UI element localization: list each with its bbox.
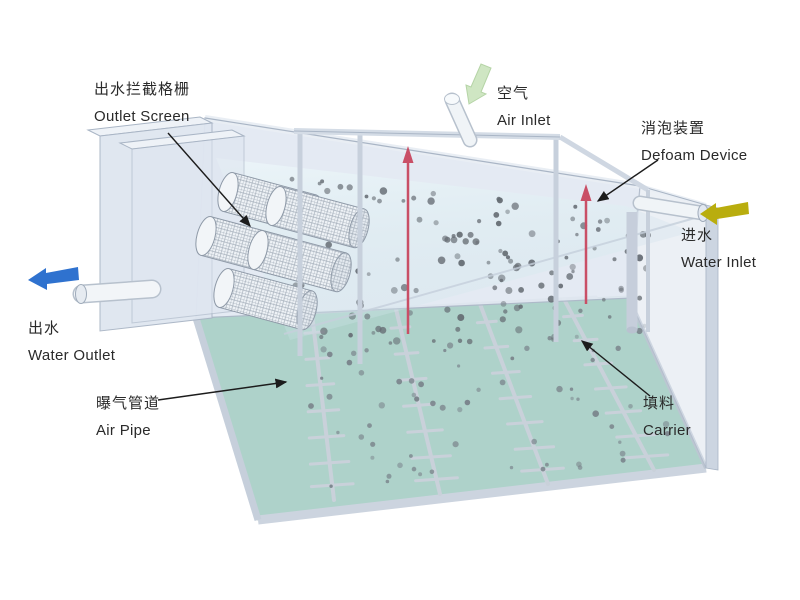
carrier-dots-floor [308,323,671,488]
front-wall-base [257,463,707,525]
defoam-device-leader [596,159,659,202]
label-water-outlet-en: Water Outlet [28,347,116,364]
label-carrier-zh: 填料 [643,395,676,412]
leader-arrows [157,132,659,401]
label-defoam-device-en: Defoam Device [641,147,748,164]
label-carrier: 填料 Carrier [643,390,691,444]
air-pipe-laterals [303,297,670,502]
label-outlet-screen-zh: 出水拦截格栅 [94,81,191,98]
defoam-rod-right-tip [580,184,592,201]
water-outlet-pipe [72,279,162,304]
label-carrier-en: Carrier [643,422,691,439]
air-inlet-arrow [465,63,492,105]
outlet-screen-cylinder [213,268,318,331]
label-water-inlet-zh: 进水 [681,227,714,244]
defoam-rod-left-tip [402,146,414,163]
label-air-pipe-zh: 曝气管道 [96,395,161,412]
label-defoam-device-zh: 消泡装置 [641,120,706,137]
label-water-inlet: 进水 Water Inlet [681,222,756,276]
water-outlet-arrow [28,267,79,290]
left-wall-base [192,316,262,522]
carrier-leader [580,340,651,397]
label-water-outlet: 出水 Water Outlet [28,315,115,369]
outlet-screen-leader [167,132,251,228]
label-air-pipe: 曝气管道 Air Pipe [96,390,160,444]
outlet-chamber [86,116,246,332]
air-inlet-pipe [444,92,478,148]
label-air-inlet-en: Air Inlet [497,112,551,129]
label-outlet-screen-en: Outlet Screen [94,108,190,125]
label-outlet-screen: 出水拦截格栅 Outlet Screen [94,76,190,130]
defoam-rods [402,146,592,334]
label-defoam-device: 消泡装置 Defoam Device [641,115,747,169]
support-frame [293,128,650,364]
outlet-screen-cylinder [265,186,370,249]
label-air-inlet-zh: 空气 [497,85,530,102]
air-pipe-leader [157,378,288,401]
label-air-inlet: 空气 Air Inlet [497,80,551,134]
flow-arrows [28,63,749,290]
water-inlet-arrow [700,202,749,225]
label-water-outlet-zh: 出水 [28,320,61,337]
label-water-inlet-en: Water Inlet [681,254,757,271]
label-air-pipe-en: Air Pipe [96,422,151,439]
